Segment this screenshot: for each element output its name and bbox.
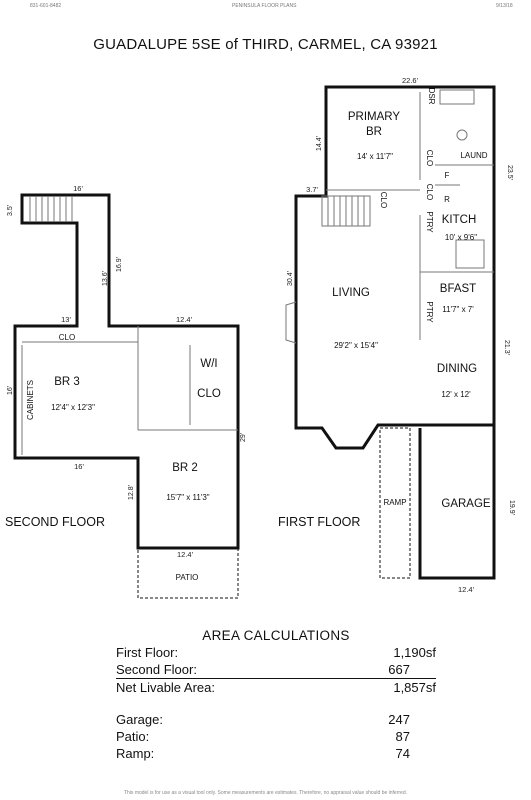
disclaimer-footer: This model is for use as a visual tool o…	[123, 790, 407, 796]
br3-size: 12'4" x 12'3"	[51, 403, 95, 412]
dim-patio-top: 12.4'	[177, 550, 194, 559]
area-row-garage: Garage: 247	[116, 711, 436, 728]
second-floor-plan: BR 3 12'4" x 12'3" CLO CABINETS W/I CLO …	[5, 184, 247, 599]
dim-sf-right: 29'	[240, 433, 247, 442]
second-floor-stairs	[29, 196, 73, 222]
area-row-patio: Patio: 87	[116, 728, 436, 745]
area-label: Garage:	[116, 712, 163, 727]
area-value: 1,190sf	[393, 645, 436, 660]
primary-br-name-2: BR	[366, 126, 382, 138]
dim-ff-right: 21.3'	[503, 340, 510, 355]
dim-garage-bottom: 12.4'	[458, 585, 475, 594]
dim-ff-jog: 3.7'	[306, 185, 318, 194]
floor-plan-drawing: BR 3 12'4" x 12'3" CLO CABINETS W/I CLO …	[5, 76, 515, 599]
br3-name: BR 3	[54, 376, 80, 388]
dim-ff-right-upper: 23.5'	[506, 165, 513, 180]
garage-outer-wall	[418, 425, 496, 580]
refrigerator-label: R	[444, 195, 450, 204]
area-value: 667	[388, 662, 410, 677]
dim-ff-top: 22.6'	[402, 76, 419, 85]
kitchen-name: KITCH	[442, 214, 477, 226]
dim-br2-top: 12.4'	[176, 315, 193, 324]
ramp-label: RAMP	[383, 498, 406, 507]
br2-size: 15'7" x 11'3"	[166, 493, 209, 502]
walk-in-closet-label-2: CLO	[197, 388, 221, 400]
area-value: 74	[395, 746, 410, 761]
first-floor-stairs	[321, 195, 371, 227]
header-phone: 831-601-8482	[30, 3, 62, 9]
page-title: GUADALUPE 5SE of THIRD, CARMEL, CA 93921	[93, 36, 438, 53]
dining-size: 12' x 12'	[441, 390, 471, 399]
area-row-first-floor: First Floor: 1,190sf	[116, 644, 436, 661]
header-date: 9/13/18	[496, 3, 513, 9]
br3-closet-label: CLO	[59, 333, 75, 342]
area-row-second-floor: Second Floor: 667	[116, 661, 436, 679]
bfast-size: 11'7" x 7'	[442, 305, 474, 314]
area-value: 247	[388, 712, 410, 727]
cabinets-label: CABINETS	[26, 380, 35, 420]
area-label: Ramp:	[116, 746, 155, 761]
area-calculations-title: AREA CALCULATIONS	[202, 628, 350, 643]
area-label: Patio:	[116, 729, 150, 744]
patio-outline	[137, 547, 239, 599]
dim-br3-left: 16'	[7, 386, 14, 395]
area-label: Net Livable Area:	[116, 680, 216, 695]
closet-label-b: CLO	[425, 184, 434, 200]
walk-in-closet-label: W/I	[200, 358, 217, 370]
dim-br3-bottom: 16'	[74, 462, 84, 471]
primary-br-name: PRIMARY	[348, 111, 401, 123]
garage-name: GARAGE	[441, 498, 491, 510]
dim-ff-left: 30.4'	[287, 271, 294, 286]
area-calculations: AREA CALCULATIONS First Floor: 1,190sf S…	[116, 628, 436, 762]
ramp-outline	[379, 427, 411, 579]
living-size: 29'2" x 15'4"	[334, 341, 378, 350]
area-row-net-livable: Net Livable Area: 1,857sf	[116, 679, 436, 696]
first-floor-plan: PRIMARY BR 14' x 11'7" DSR LAUND CLO CLO…	[278, 76, 515, 594]
br2-name: BR 2	[172, 462, 198, 474]
bfast-name: BFAST	[440, 283, 476, 295]
dim-sf-stair-left: 3.5'	[7, 205, 14, 216]
patio-label: PATIO	[176, 573, 199, 582]
dsr-label: DSR	[427, 88, 436, 105]
second-floor-label: SECOND FLOOR	[5, 515, 105, 529]
dim-garage-right: 19.9'	[508, 500, 515, 515]
closet-label-a: CLO	[425, 150, 434, 166]
second-floor-outer-wall	[13, 193, 240, 550]
living-name: LIVING	[332, 287, 370, 299]
area-value: 87	[395, 729, 410, 744]
freezer-label: F	[445, 171, 450, 180]
dim-ff-left-upper: 14.4'	[316, 136, 323, 151]
area-row-ramp: Ramp: 74	[116, 745, 436, 762]
laundry-label: LAUND	[460, 151, 487, 160]
first-floor-label: FIRST FLOOR	[278, 515, 360, 529]
primary-br-size: 14' x 11'7"	[357, 152, 393, 161]
area-value: 1,857sf	[393, 680, 436, 695]
pantry-label-a: PTRY	[425, 211, 434, 233]
area-label: Second Floor:	[116, 662, 197, 677]
pantry-label-b: PTRY	[425, 301, 434, 323]
dim-br3-top: 13'	[61, 315, 71, 324]
kitchen-size: 10' x 9'6"	[445, 233, 477, 242]
dining-name: DINING	[437, 363, 477, 375]
dim-sf-stair-len: 13.6'	[102, 271, 109, 286]
dim-sf-top: 16'	[73, 184, 83, 193]
header-company: PENINSULA FLOOR PLANS	[232, 3, 297, 9]
first-floor-outer-wall	[294, 85, 496, 450]
dim-sf-stair-right: 16.9'	[116, 257, 123, 272]
closet-label-c: CLO	[379, 192, 388, 208]
dim-br2-left: 12.8'	[128, 485, 135, 500]
area-label: First Floor:	[116, 645, 179, 660]
